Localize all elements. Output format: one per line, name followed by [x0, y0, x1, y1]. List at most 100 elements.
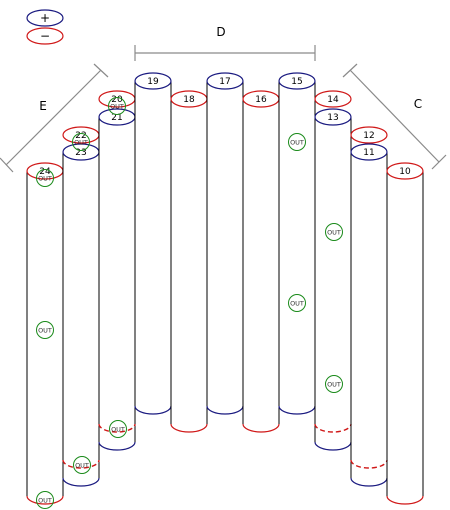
out-marker: OUT: [36, 321, 54, 339]
cell-number-label: 11: [363, 148, 374, 158]
cell-number-label: 15: [291, 77, 302, 87]
cell-number-label: 14: [327, 95, 339, 105]
out-marker-label: OUT: [38, 174, 52, 182]
out-marker-label: OUT: [111, 425, 125, 433]
cell-number-label: 18: [183, 95, 195, 105]
section-label-e: E: [39, 99, 47, 113]
cell-16: 16: [242, 90, 280, 433]
out-marker-ring: [36, 321, 54, 339]
cell-12: 12: [350, 126, 388, 144]
cell-hidden-ring: [350, 459, 388, 469]
cell-number-label: 20: [111, 95, 123, 105]
legend-positive: +: [26, 9, 64, 27]
out-marker-ring: [36, 491, 54, 509]
cell-bottom-terminal: [134, 405, 172, 415]
out-marker-label: OUT: [290, 138, 304, 146]
out-marker: OUT: [288, 133, 306, 151]
section-e-dimension: [0, 63, 109, 173]
legend-positive-swatch: [26, 9, 64, 27]
cell-bottom-terminal: [386, 495, 424, 505]
out-marker-ring: [36, 169, 54, 187]
cell-bottom-terminal: [62, 477, 100, 487]
cell-bottom-terminal: [98, 441, 136, 451]
legend: + −: [26, 9, 64, 45]
out-marker-label: OUT: [74, 138, 88, 146]
out-marker: OUT: [36, 169, 54, 187]
out-marker: OUT: [325, 375, 343, 393]
legend-positive-symbol: +: [40, 11, 50, 25]
section-d-dimension: [134, 45, 316, 61]
cell-number-label: 23: [75, 148, 86, 158]
section-label-c: C: [414, 97, 422, 111]
out-marker-label: OUT: [290, 299, 304, 307]
out-marker: OUT: [325, 223, 343, 241]
cell-hidden-ring: [62, 459, 100, 469]
cell-hidden-ring: [314, 423, 352, 433]
out-marker-label: OUT: [38, 496, 52, 504]
cell-18: 18: [170, 90, 208, 433]
cell-top-terminal: [206, 72, 244, 90]
out-marker-ring: [72, 133, 90, 151]
legend-negative-swatch: [26, 27, 64, 45]
cell-number-label: 17: [219, 77, 230, 87]
cell-number-label: 12: [363, 131, 374, 141]
cell-number-label: 10: [399, 167, 411, 177]
cell-top-terminal: [134, 72, 172, 90]
section-markers: [0, 45, 447, 173]
cell-top-terminal: [314, 108, 352, 126]
cell-19: 19: [134, 72, 172, 415]
out-marker-ring: [288, 133, 306, 151]
out-marker: OUT: [72, 133, 90, 151]
legend-negative-symbol: −: [40, 29, 50, 43]
out-marker: OUT: [288, 294, 306, 312]
cell-14: 14: [314, 90, 352, 108]
out-marker-ring: [325, 223, 343, 241]
legend-negative: −: [26, 27, 64, 45]
out-marker: OUT: [73, 456, 91, 474]
out-marker-label: OUT: [327, 380, 341, 388]
out-marker-ring: [109, 420, 127, 438]
cell-number-label: 22: [75, 131, 86, 141]
cell-number-label: 24: [39, 167, 51, 177]
cell-top-terminal: [350, 126, 388, 144]
cell-bottom-terminal: [170, 423, 208, 433]
cell-number-label: 21: [111, 113, 122, 123]
section-label-d: D: [216, 25, 225, 39]
cell-top-terminal: [278, 72, 316, 90]
cell-bottom-terminal: [206, 405, 244, 415]
cell-hidden-ring: [98, 423, 136, 433]
cell-top-terminal: [350, 143, 388, 161]
cells: 24OUTOUTOUT23OUT22OUT21OUT20OUT191817161…: [26, 72, 424, 509]
section-c-dimension: [342, 63, 447, 170]
out-marker-ring: [73, 456, 91, 474]
out-marker-label: OUT: [75, 461, 89, 469]
cell-top-terminal: [314, 90, 352, 108]
cell-17: 17: [206, 72, 244, 415]
out-marker: OUT: [36, 491, 54, 509]
out-marker-label: OUT: [327, 228, 341, 236]
cell-bottom-terminal: [314, 441, 352, 451]
cell-number-label: 13: [327, 113, 338, 123]
out-marker: OUT: [109, 420, 127, 438]
cell-top-terminal: [386, 162, 424, 180]
cell-bottom-terminal: [242, 423, 280, 433]
cell-number-label: 16: [255, 95, 267, 105]
cell-number-label: 19: [147, 77, 159, 87]
cell-11: 11: [350, 143, 388, 487]
cell-10: 10: [386, 162, 424, 505]
out-marker: OUT: [108, 97, 126, 115]
out-marker-ring: [325, 375, 343, 393]
cell-bottom-terminal: [350, 477, 388, 487]
cell-bottom-terminal: [26, 495, 64, 505]
out-marker-label: OUT: [110, 102, 124, 110]
out-marker-ring: [108, 97, 126, 115]
out-marker-ring: [288, 294, 306, 312]
out-marker-label: OUT: [38, 326, 52, 334]
cell-bottom-terminal: [278, 405, 316, 415]
